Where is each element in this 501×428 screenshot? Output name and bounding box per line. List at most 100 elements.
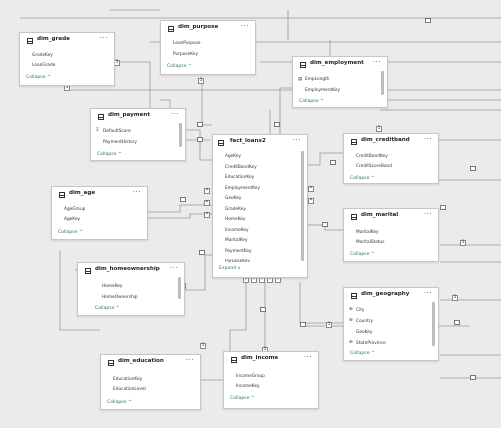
- field-item[interactable]: PurposeKey: [225, 259, 251, 262]
- table-icon: [27, 38, 33, 44]
- field-item[interactable]: GradeKey: [32, 53, 53, 58]
- field-item[interactable]: GeoKey: [356, 330, 373, 335]
- expand-button[interactable]: Expand v: [219, 266, 240, 271]
- field-item[interactable]: Country: [356, 319, 374, 324]
- filter-direction-arrow: [470, 375, 476, 380]
- field-item[interactable]: EducationLevel: [113, 387, 146, 392]
- field-item[interactable]: PurposeKey: [173, 52, 199, 57]
- more-options-icon[interactable]: ···: [169, 264, 178, 272]
- collapse-button[interactable]: Collapse ^: [167, 64, 192, 69]
- filter-direction-arrow: [274, 122, 280, 127]
- field-item[interactable]: PaymentHistory: [103, 140, 138, 145]
- table-title: dim_marital: [361, 212, 399, 218]
- table-header[interactable]: dim_purpose ···: [161, 21, 255, 37]
- field-item[interactable]: PaymentKey: [225, 248, 252, 254]
- table-header[interactable]: dim_employment ···: [293, 57, 387, 73]
- collapse-button[interactable]: Collapse ^: [350, 252, 375, 257]
- table-card-dim-marital[interactable]: dim_marital ··· MaritalKey MaritalStatus…: [343, 208, 439, 262]
- more-options-icon[interactable]: ···: [372, 58, 381, 66]
- table-card-dim-employment[interactable]: dim_employment ··· ▤ EmpLength Employmen…: [292, 56, 388, 108]
- field-item[interactable]: EducationKey: [225, 175, 255, 180]
- table-card-dim-age[interactable]: dim_age ··· AgeGroup AgeKey Collapse ^: [51, 186, 148, 240]
- more-options-icon[interactable]: ···: [99, 34, 108, 42]
- field-item[interactable]: CreditScoreBand: [356, 164, 392, 169]
- field-item[interactable]: HomeKey: [225, 217, 246, 222]
- more-options-icon[interactable]: ···: [170, 110, 179, 118]
- field-item[interactable]: GradeKey: [225, 206, 246, 212]
- scrollbar[interactable]: [432, 302, 435, 346]
- table-icon: [218, 140, 224, 146]
- collapse-button[interactable]: Collapse ^: [230, 396, 255, 401]
- table-header[interactable]: dim_education ···: [101, 355, 200, 371]
- collapse-button[interactable]: Collapse ^: [299, 99, 324, 104]
- field-item[interactable]: AgeKey: [64, 217, 81, 222]
- table-header[interactable]: dim_income ···: [224, 352, 318, 368]
- table-header[interactable]: dim_payment ···: [91, 109, 185, 125]
- collapse-button[interactable]: Collapse ^: [26, 75, 51, 80]
- table-card-dim-creditband[interactable]: dim_creditband ··· CreditBandKey CreditS…: [343, 133, 439, 184]
- table-header[interactable]: dim_homeownership ···: [78, 263, 184, 279]
- table-card-dim-payment[interactable]: dim_payment ··· Σ DefaultScore PaymentHi…: [90, 108, 186, 161]
- filter-direction-arrow: [197, 122, 203, 127]
- collapse-button[interactable]: Collapse ^: [350, 176, 375, 181]
- more-options-icon[interactable]: ···: [240, 22, 249, 30]
- field-item[interactable]: HomeKey: [102, 284, 123, 289]
- chevron-down-icon: v: [237, 266, 241, 271]
- table-card-dim-geography[interactable]: dim_geography ··· ⊕ City ⊕ Country GeoKe…: [343, 287, 439, 361]
- field-item[interactable]: AgeGroup: [64, 207, 86, 212]
- filter-direction-arrow: [180, 197, 186, 202]
- field-item[interactable]: GeoKey: [225, 196, 242, 201]
- table-card-dim-education[interactable]: dim_education ··· EducationKey Education…: [100, 354, 201, 410]
- table-card-dim-income[interactable]: dim_income ··· IncomeGroup IncomeKey Col…: [223, 351, 319, 409]
- field-item[interactable]: DefaultScore: [103, 129, 131, 134]
- scrollbar[interactable]: [179, 123, 182, 147]
- field-item[interactable]: CreditBandKey: [356, 154, 388, 159]
- field-item[interactable]: MaritalKey: [225, 238, 248, 243]
- collapse-button[interactable]: Collapse ^: [107, 400, 132, 405]
- table-header[interactable]: dim_creditband ···: [344, 134, 438, 150]
- table-card-dim-grade[interactable]: dim_grade ··· GradeKey LoanGrade Collaps…: [19, 32, 115, 86]
- field-item[interactable]: LoanPurpose: [173, 41, 201, 46]
- field-item[interactable]: IncomeGroup: [236, 374, 265, 379]
- field-item[interactable]: IncomeKey: [236, 384, 260, 389]
- collapse-button[interactable]: Collapse ^: [350, 351, 375, 356]
- table-card-fact-loans2[interactable]: fact_loans2 ··· AgeKey CreditBandKey Edu…: [212, 134, 308, 278]
- field-item[interactable]: IncomeKey: [225, 227, 249, 233]
- more-options-icon[interactable]: ···: [185, 356, 194, 364]
- field-item[interactable]: CreditBandKey: [225, 164, 257, 170]
- table-header[interactable]: dim_grade ···: [20, 33, 114, 49]
- more-options-icon[interactable]: ···: [303, 353, 312, 361]
- scrollbar[interactable]: [381, 71, 384, 95]
- collapse-button[interactable]: Collapse ^: [58, 230, 83, 235]
- scrollbar[interactable]: [301, 151, 304, 261]
- field-item[interactable]: LoanGrade: [32, 63, 56, 68]
- scrollbar[interactable]: [178, 277, 181, 299]
- more-options-icon[interactable]: ···: [132, 188, 141, 196]
- chevron-up-icon: ^: [188, 64, 192, 69]
- field-item[interactable]: MaritalStatus: [356, 240, 385, 245]
- field-item[interactable]: HomeOwnership: [102, 295, 138, 300]
- field-item[interactable]: EducationKey: [113, 377, 143, 382]
- field-item[interactable]: City: [356, 308, 365, 313]
- field-item[interactable]: EmploymentKey: [305, 88, 341, 93]
- table-card-dim-purpose[interactable]: dim_purpose ··· LoanPurpose PurposeKey C…: [160, 20, 256, 75]
- collapse-button[interactable]: Collapse ^: [97, 152, 122, 157]
- cardinality-one-marker: 1: [376, 126, 382, 132]
- collapse-button[interactable]: Collapse ^: [95, 306, 120, 311]
- field-item[interactable]: EmploymentKey: [225, 185, 261, 191]
- field-item[interactable]: MaritalKey: [356, 230, 379, 235]
- field-item[interactable]: StateProvince: [356, 341, 386, 346]
- field-item[interactable]: AgeKey: [225, 154, 242, 159]
- table-header[interactable]: fact_loans2 ···: [213, 135, 307, 151]
- more-options-icon[interactable]: ···: [292, 136, 301, 144]
- field-item[interactable]: EmpLength: [305, 77, 330, 82]
- table-card-dim-homeownership[interactable]: dim_homeownership ··· HomeKey HomeOwners…: [77, 262, 185, 316]
- more-options-icon[interactable]: ···: [423, 289, 432, 297]
- cardinality-one-marker: 1: [452, 295, 458, 301]
- filter-direction-arrow: [470, 166, 476, 171]
- table-header[interactable]: dim_age ···: [52, 187, 147, 203]
- more-options-icon[interactable]: ···: [423, 135, 432, 143]
- table-header[interactable]: dim_marital ···: [344, 209, 438, 225]
- table-header[interactable]: dim_geography ···: [344, 288, 438, 304]
- more-options-icon[interactable]: ···: [423, 210, 432, 218]
